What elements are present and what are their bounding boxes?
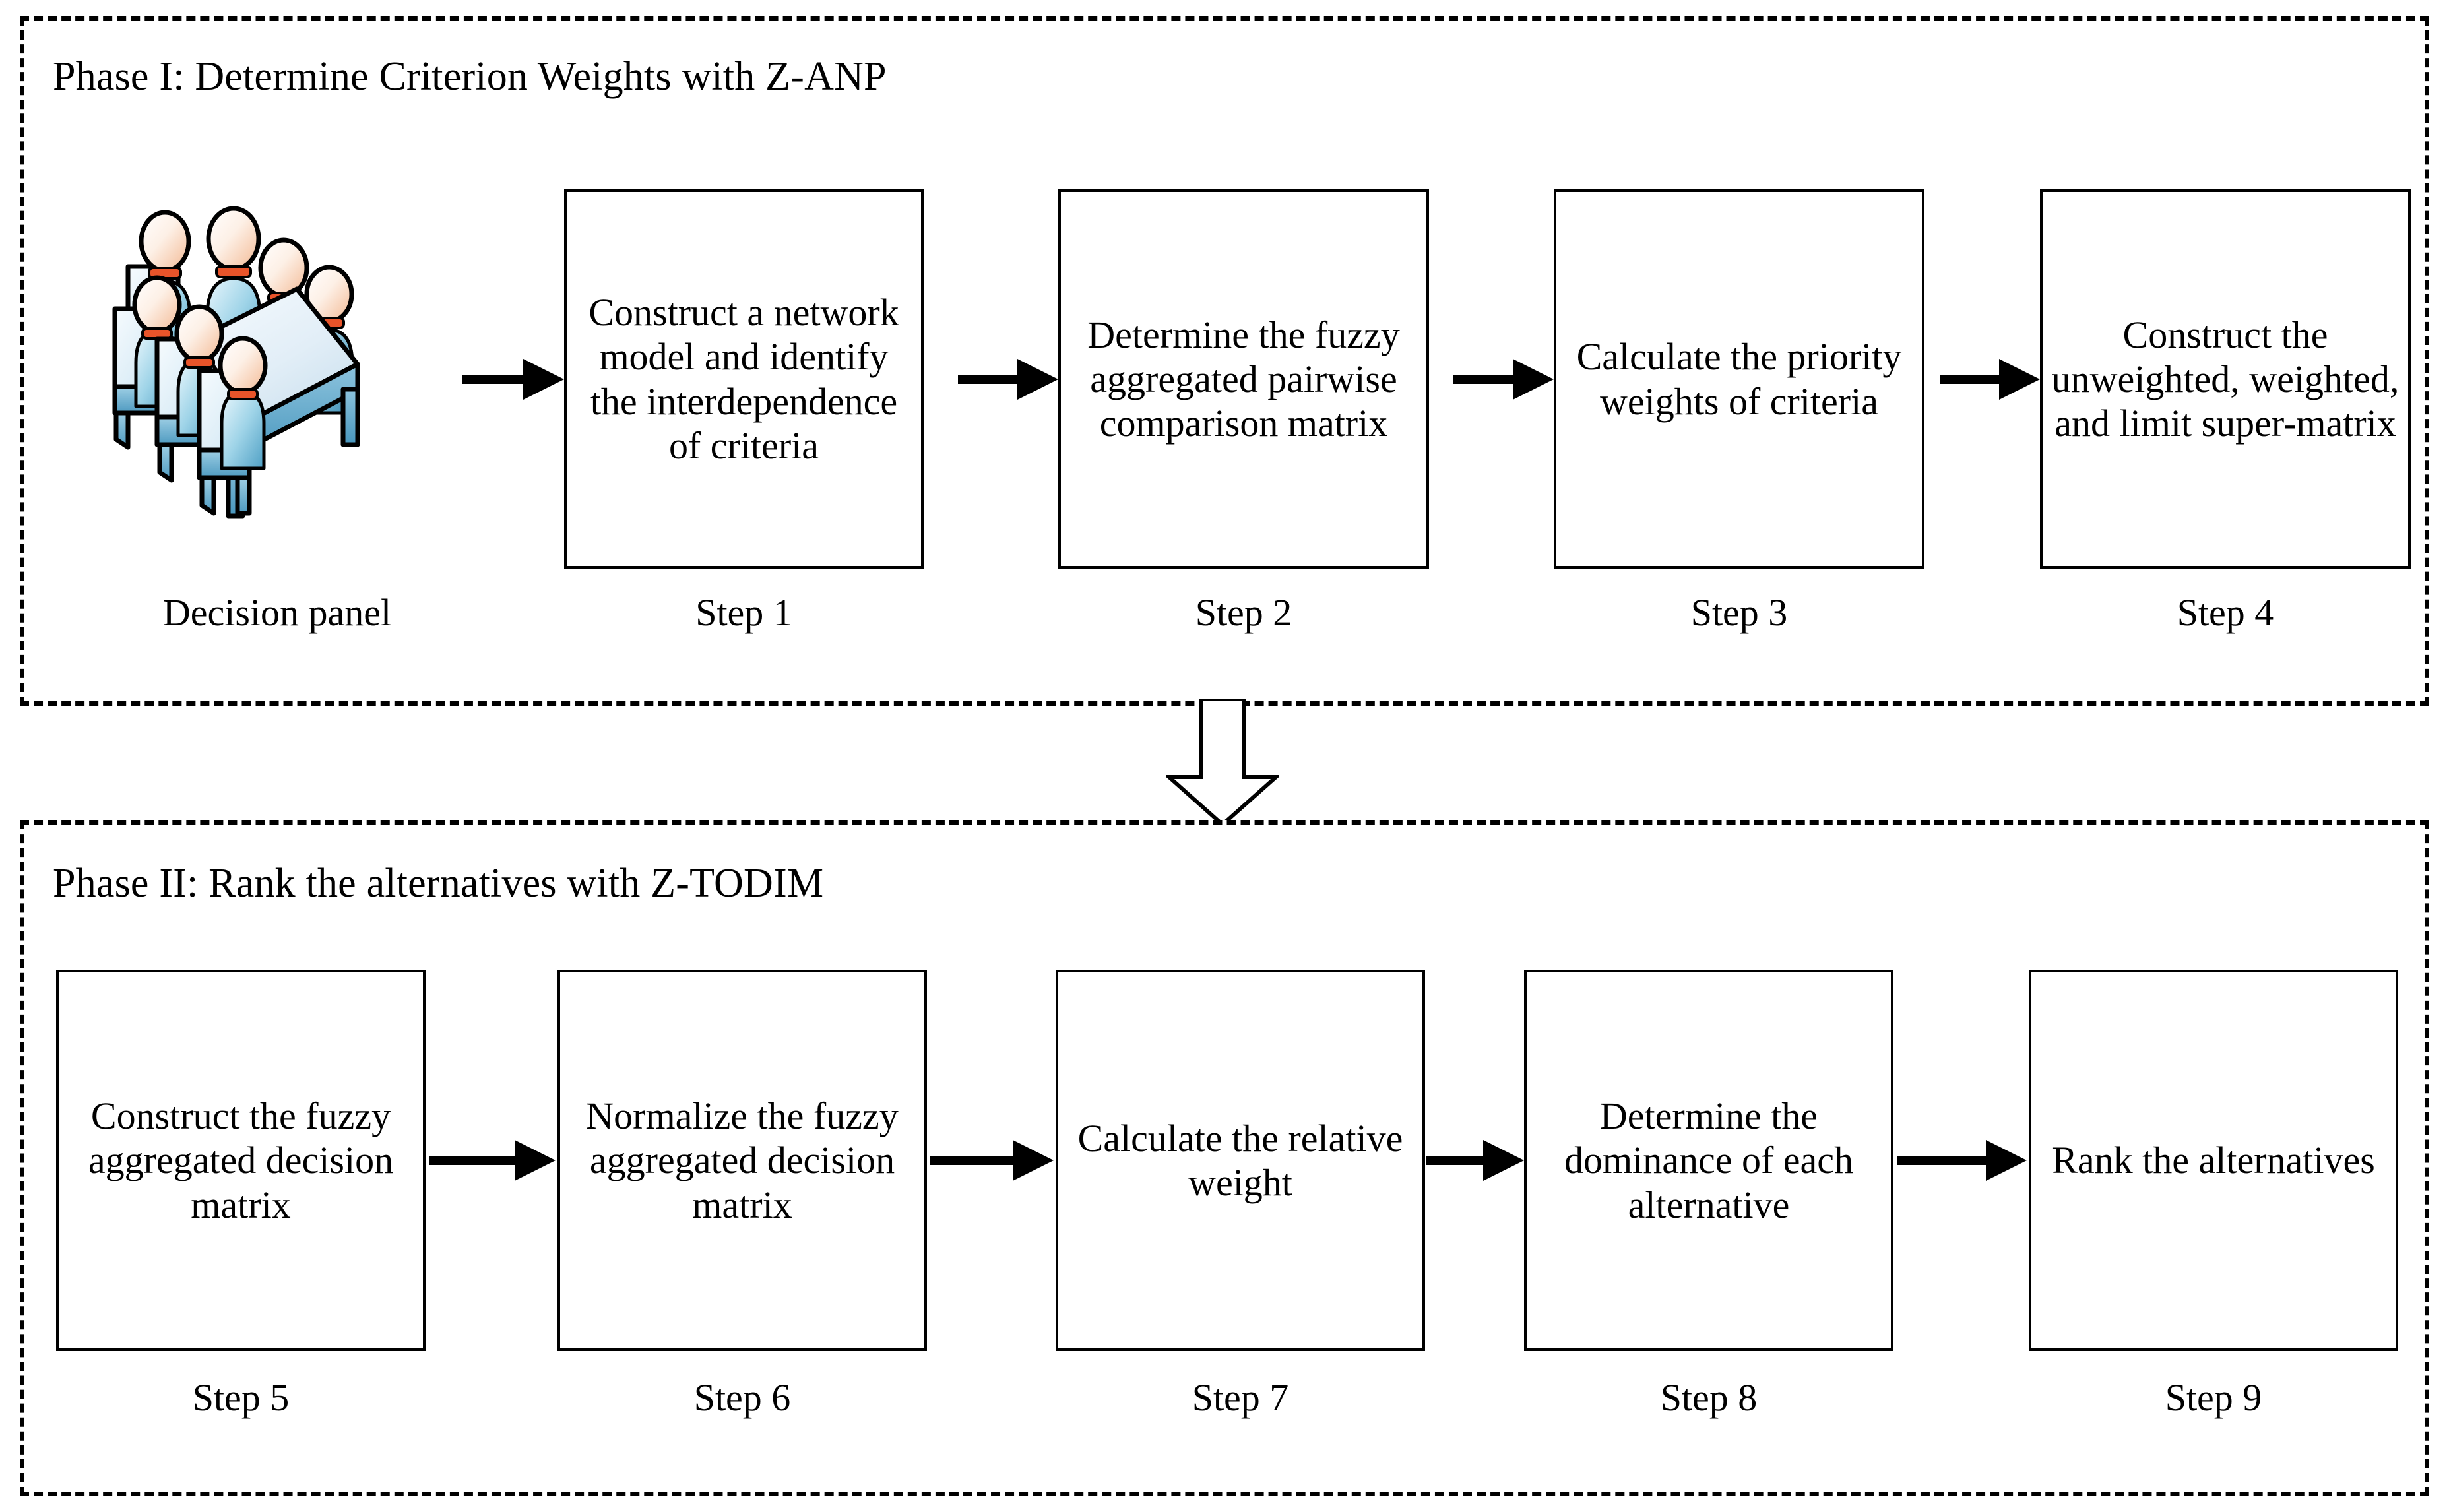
- phase-1-title: Phase I: Determine Criterion Weights wit…: [53, 54, 887, 99]
- right-arrow-icon: [1426, 1140, 1524, 1181]
- step-box-4-text: Construct the unweighted, weighted, and …: [2051, 313, 2400, 445]
- step-caption-2: Step 2: [1195, 591, 1292, 634]
- step-caption-8: Step 8: [1660, 1376, 1758, 1419]
- right-arrow-icon: [1453, 359, 1554, 400]
- right-arrow-icon: [462, 359, 564, 400]
- step-box-8[interactable]: Determine the dominance of each alternat…: [1524, 970, 1893, 1351]
- step-caption-5: Step 5: [192, 1376, 290, 1419]
- step-box-7[interactable]: Calculate the relative weight: [1056, 970, 1425, 1351]
- step-box-6-text: Normalize the fuzzy aggregated decision …: [586, 1094, 899, 1226]
- step-box-5[interactable]: Construct the fuzzy aggregated decision …: [56, 970, 426, 1351]
- decision-panel-label: Decision panel: [162, 591, 392, 634]
- step-caption-7: Step 7: [1192, 1376, 1289, 1419]
- step-caption-4: Step 4: [2177, 591, 2274, 634]
- step-box-7-text: Calculate the relative weight: [1077, 1116, 1403, 1204]
- step-box-2[interactable]: Determine the fuzzy aggregated pairwise …: [1058, 189, 1429, 569]
- right-arrow-icon: [1897, 1140, 2029, 1181]
- step-caption-9: Step 9: [2165, 1376, 2262, 1419]
- step-caption-3: Step 3: [1690, 591, 1788, 634]
- right-arrow-icon: [429, 1140, 557, 1181]
- step-box-2-text: Determine the fuzzy aggregated pairwise …: [1087, 313, 1400, 445]
- step-caption-6: Step 6: [693, 1376, 791, 1419]
- right-arrow-icon: [930, 1140, 1056, 1181]
- right-arrow-icon: [1940, 359, 2040, 400]
- step-box-1[interactable]: Construct a network model and identify t…: [564, 189, 924, 569]
- down-block-arrow-icon: [1164, 697, 1281, 828]
- step-box-3-text: Calculate the priority weights of criter…: [1576, 335, 1902, 423]
- phase-2-title: Phase II: Rank the alternatives with Z-T…: [53, 861, 824, 906]
- step-box-9[interactable]: Rank the alternatives: [2029, 970, 2398, 1351]
- step-box-6[interactable]: Normalize the fuzzy aggregated decision …: [557, 970, 927, 1351]
- step-box-9-text: Rank the alternatives: [2052, 1139, 2375, 1182]
- decision-panel-icon: [99, 198, 455, 554]
- step-box-8-text: Determine the dominance of each alternat…: [1564, 1094, 1853, 1226]
- step-box-3[interactable]: Calculate the priority weights of criter…: [1554, 189, 1924, 569]
- step-box-5-text: Construct the fuzzy aggregated decision …: [88, 1094, 394, 1226]
- step-box-4[interactable]: Construct the unweighted, weighted, and …: [2040, 189, 2411, 569]
- step-box-1-text: Construct a network model and identify t…: [588, 290, 899, 467]
- step-caption-1: Step 1: [695, 591, 792, 634]
- right-arrow-icon: [958, 359, 1058, 400]
